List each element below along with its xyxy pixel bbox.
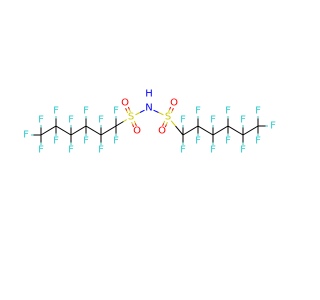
so-double-bond [126,110,129,114]
so-double-bond [125,107,128,111]
fluorine-atom-label: F [98,145,104,156]
fluorine-atom-label: F [38,145,44,156]
so-double-bond [170,110,173,114]
cc-bond [55,125,72,136]
fluorine-atom-label: F [240,115,246,126]
so-double-bond [132,124,135,128]
fluorine-atom-label: F [68,115,74,126]
so-double-bond [133,120,136,124]
oxygen-atom-label: O [121,98,129,109]
so-double-bond [127,106,130,110]
so-double-bond [171,107,174,111]
cs-bond-x [123,119,127,122]
fluorine-atom-label: F [113,106,119,117]
fluorine-atom-label: F [195,136,201,147]
cs-bond-c [115,121,124,127]
oxygen-atom-label: O [170,98,178,109]
so-double-bond [134,123,137,127]
so-double-bond [128,109,131,113]
so-double-bond [163,120,166,124]
fluorine-atom-label: F [180,145,186,156]
cc-bond [212,125,229,136]
fluorine-atom-label: F [23,130,29,141]
cs-bond-x [170,120,176,127]
fluorine-atom-label: F [68,145,74,156]
cc-bond [227,125,244,136]
so-double-bond [164,124,167,128]
nitrogen-atom-label: N [145,103,152,114]
fluorine-atom-label: F [210,145,216,156]
fluorine-atom-label: F [53,136,59,147]
cc-bond [100,125,117,136]
sulfur-atom-label: S [128,112,134,123]
fluorine-atom-label: F [113,136,119,147]
fluorine-atom-label: F [83,106,89,117]
bond-layer [31,106,268,145]
fluorine-atom-label: F [98,115,104,126]
cc-bond [85,125,102,136]
so-double-bond [168,109,171,113]
fluorine-atom-label: F [270,121,276,132]
so-double-bond [169,106,172,110]
fluorine-atom-label: F [83,136,89,147]
fluorine-atom-label: F [38,115,44,126]
oxygen-atom-label: O [158,126,166,137]
fluorine-atom-label: F [180,115,186,126]
cc-bond [197,125,214,136]
cc-bond [40,125,57,136]
sulfur-atom-label: S [165,112,171,123]
fluorine-atom-label: F [225,106,231,117]
fluorine-atom-label: F [255,136,261,147]
cc-bond [70,125,87,136]
sn-bond [139,109,145,113]
fluorine-atom-label: F [53,106,59,117]
sn-bond [153,109,159,113]
sn-bond [135,112,141,116]
hydrogen-atom-label: H [145,89,153,100]
fluorine-atom-label: F [240,145,246,156]
fluorine-atom-label: F [255,106,261,117]
so-double-bond [162,123,165,127]
cc-bond [182,125,199,136]
sn-bond [158,112,164,116]
fluorine-atom-label: F [195,106,201,117]
so-double-bond [131,121,134,125]
fluorine-atom-label: F [210,115,216,126]
cs-bond-c [175,125,184,136]
cc-bond [242,125,259,136]
so-double-bond [165,121,168,125]
oxygen-atom-label: O [133,126,141,137]
fluorine-atom-label: F [225,136,231,147]
